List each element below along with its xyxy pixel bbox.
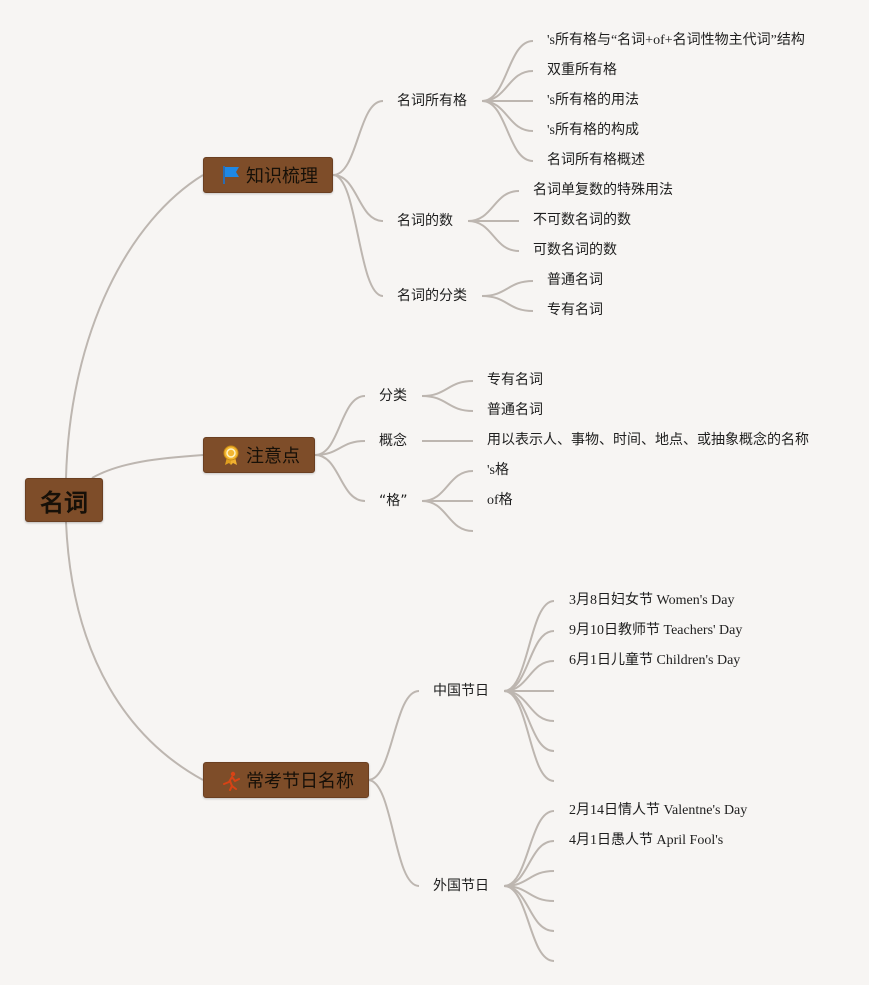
connector	[332, 174, 384, 222]
connector	[467, 220, 520, 252]
leaf-item[interactable]: 6月1日儿童节 Children's Day	[569, 653, 741, 668]
topic-label: 知识梳理	[246, 166, 318, 187]
connector	[332, 100, 384, 176]
topic-knowledge-review[interactable]: 知识梳理	[203, 157, 333, 193]
leaf-item[interactable]: 's所有格的构成	[547, 123, 639, 138]
subtopic-noun-number[interactable]: 名词的数	[397, 213, 453, 229]
connector	[314, 395, 366, 456]
leaf-item[interactable]: 4月1日愚人节 April Fool's	[569, 833, 724, 848]
topic-festival-names[interactable]: 常考节日名称	[203, 762, 369, 798]
connector	[503, 630, 555, 692]
connector	[367, 779, 420, 887]
subtopic-possessive-case[interactable]: 名词所有格	[397, 93, 467, 109]
leaf-item[interactable]: 9月10日教师节 Teachers' Day	[569, 623, 743, 638]
leaf-item[interactable]: 名词所有格概述	[547, 153, 645, 168]
connector	[481, 70, 534, 102]
topic-label: 注意点	[246, 446, 300, 467]
leaf-item[interactable]: 普通名词	[547, 273, 603, 288]
connector	[314, 454, 366, 502]
leaf-item[interactable]: 可数名词的数	[533, 243, 617, 258]
subtopic-noun-classification[interactable]: 名词的分类	[397, 288, 467, 304]
dancer-icon	[220, 769, 242, 791]
connector	[467, 190, 520, 222]
topic-key-points[interactable]: 注意点	[203, 437, 315, 473]
connector	[421, 395, 474, 412]
leaf-item[interactable]: 普通名词	[487, 403, 543, 418]
leaf-item[interactable]: 双重所有格	[547, 63, 617, 78]
connector	[332, 174, 384, 297]
leaf-item[interactable]: 3月8日妇女节 Women's Day	[569, 593, 735, 608]
subtopic-classification[interactable]: 分类	[379, 388, 407, 404]
connector	[481, 280, 534, 297]
connector	[367, 690, 420, 781]
root-node[interactable]: 名词	[25, 478, 103, 522]
blue-flag-icon	[220, 164, 242, 186]
topic-label: 常考节日名称	[246, 771, 354, 792]
leaf-item[interactable]: 不可数名词的数	[533, 213, 631, 228]
leaf-item[interactable]: 专有名词	[487, 373, 543, 388]
connector	[503, 690, 555, 752]
leaf-item[interactable]: 's所有格的用法	[547, 93, 639, 108]
leaf-item[interactable]: 's格	[487, 463, 509, 478]
connector	[421, 380, 474, 397]
leaf-item[interactable]: of格	[487, 493, 513, 508]
connector	[503, 885, 555, 962]
subtopic-chinese-festivals[interactable]: 中国节日	[433, 683, 489, 699]
award-ribbon-icon	[220, 444, 242, 466]
connector	[503, 600, 555, 692]
leaf-item[interactable]: 名词单复数的特殊用法	[533, 183, 673, 198]
subtopic-case[interactable]: “格”	[379, 493, 408, 509]
connector	[481, 100, 534, 132]
leaf-item[interactable]: 's所有格与“名词+of+名词性物主代词”结构	[547, 33, 805, 48]
connector	[314, 440, 366, 456]
connector	[503, 690, 555, 782]
leaf-item[interactable]: 2月14日情人节 Valentne's Day	[569, 803, 748, 818]
connector	[421, 500, 474, 532]
root-connectors	[65, 174, 204, 781]
connector	[421, 470, 474, 502]
subtopic-foreign-festivals[interactable]: 外国节日	[433, 878, 489, 894]
leaf-item[interactable]: 专有名词	[547, 303, 603, 318]
leaf-item[interactable]: 用以表示人、事物、时间、地点、或抽象概念的名称	[487, 433, 809, 448]
connector	[481, 100, 534, 162]
subtopic-concept[interactable]: 概念	[379, 433, 407, 449]
connector	[503, 810, 555, 887]
connector	[481, 295, 534, 312]
connector	[481, 40, 534, 102]
